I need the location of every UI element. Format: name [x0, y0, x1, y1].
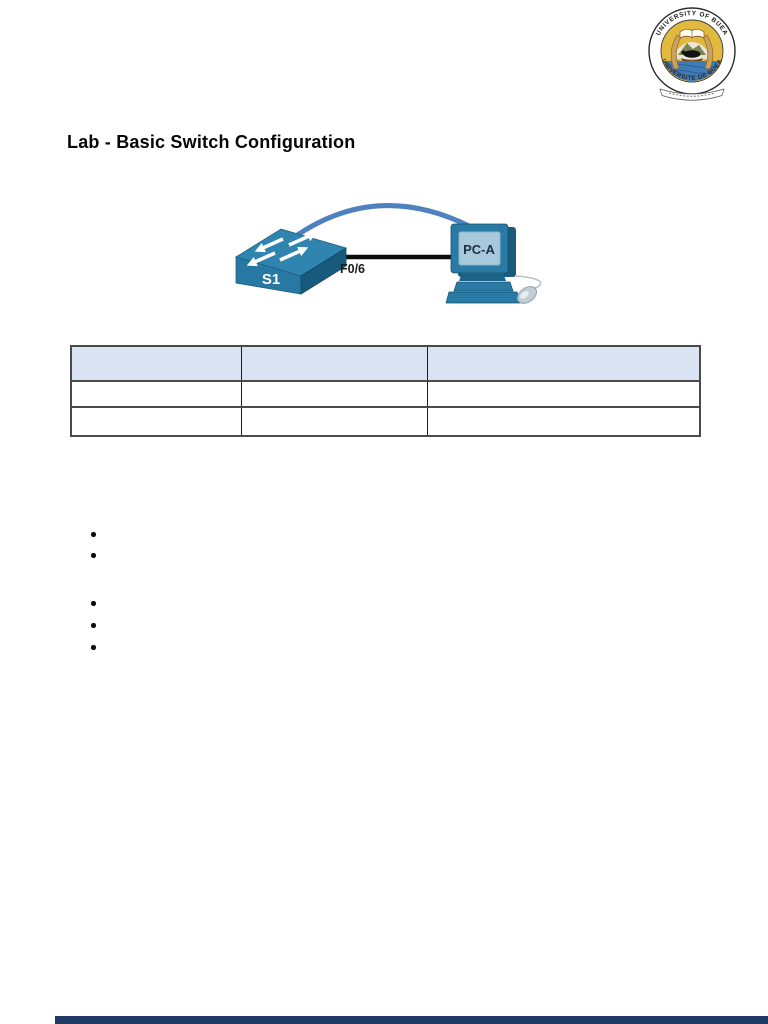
table-cell: [426, 406, 701, 437]
pc-pedestal-neck: [459, 273, 506, 281]
page-title: Lab - Basic Switch Configuration: [67, 132, 356, 152]
bullet-item: [91, 553, 96, 558]
monitor-screen: [458, 231, 501, 266]
logo-motto-ribbon: [659, 88, 725, 101]
bullet-item: [91, 645, 96, 650]
table-row: [70, 380, 701, 408]
mouse-icon: [517, 286, 537, 304]
switch-icon: S1: [235, 227, 347, 295]
switch-label: S1: [262, 271, 280, 288]
table-header-cell: [426, 345, 701, 382]
table-header-cell: [240, 345, 428, 382]
table-cell: [70, 380, 242, 408]
logo-buffalo: [683, 50, 701, 58]
bullet-item: [91, 623, 96, 628]
table-cell: [70, 406, 242, 437]
table-header-cell: [70, 345, 242, 382]
bullet-item: [91, 601, 96, 606]
table-cell: [240, 406, 428, 437]
university-logo: UNIVERSITY OF BUEA UNIVERSITE DE BUEA: [648, 7, 736, 101]
topology-diagram: S1 F0/6 PC-A: [235, 203, 542, 304]
pc-icon: PC-A: [445, 223, 542, 304]
bullet-item: [91, 532, 96, 537]
console-cable: [286, 203, 474, 244]
pc-pedestal-base: [445, 291, 521, 304]
pc-pedestal-mid: [453, 281, 514, 292]
table-cell: [426, 380, 701, 408]
table-cell: [240, 380, 428, 408]
addressing-table-header-row: [70, 345, 701, 382]
table-row: [70, 406, 701, 437]
interface-label: F0/6: [340, 262, 365, 276]
addressing-table: [70, 345, 701, 437]
next-page-edge: [55, 1016, 768, 1024]
pc-label: PC-A: [463, 242, 495, 257]
